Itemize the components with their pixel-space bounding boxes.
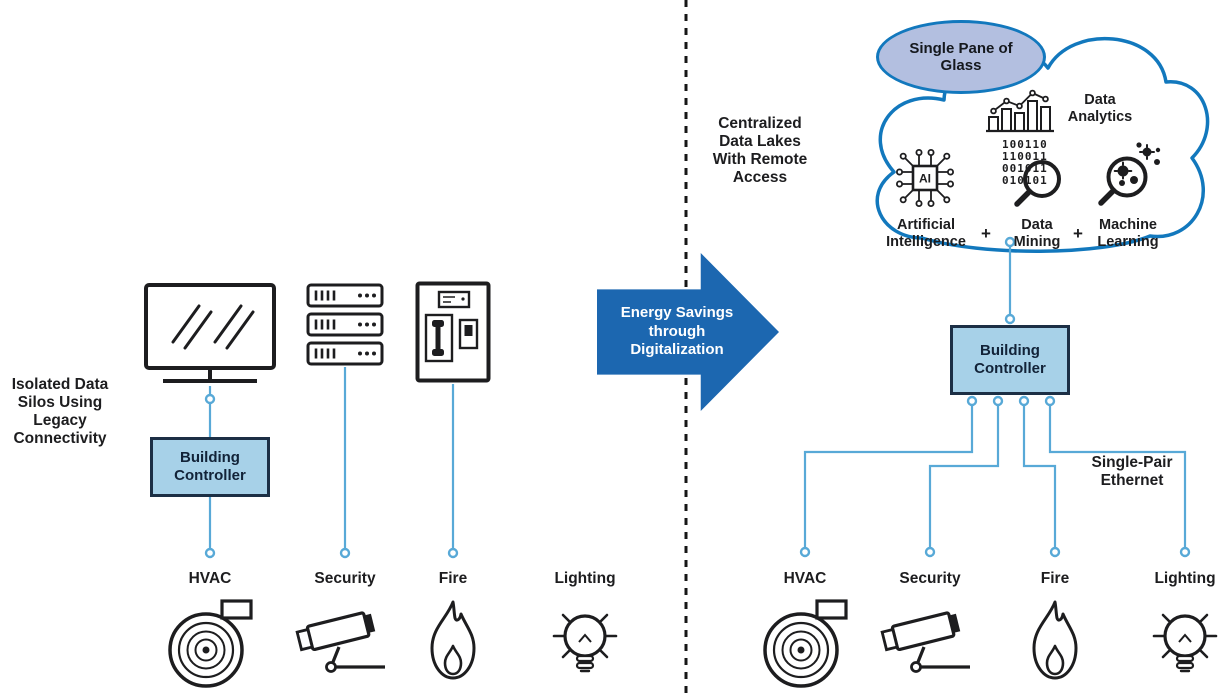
right-system-label-fire: Fire bbox=[1040, 570, 1070, 587]
bar-chart-icon bbox=[984, 85, 1056, 135]
wire-lines bbox=[208, 246, 1187, 549]
right-system-label-security: Security bbox=[899, 570, 961, 587]
single-pane-label: Single Pane of Glass bbox=[909, 39, 1013, 74]
server-rack-icon bbox=[306, 283, 384, 367]
left-caption: Isolated Data Silos Using Legacy Connect… bbox=[11, 376, 109, 448]
artificial-intelligence-label: Artificial Intelligence bbox=[886, 217, 966, 250]
ai-chip-icon: AI bbox=[888, 141, 962, 215]
wire-nodes bbox=[204, 236, 1191, 559]
right-system-label-lighting: Lighting bbox=[1154, 570, 1216, 587]
ai-chip-text: AI bbox=[919, 172, 931, 186]
machine-learning-label: Machine Learning bbox=[1097, 217, 1159, 250]
right-system-label-hvac: HVAC bbox=[783, 570, 827, 587]
data-analytics-label: Data Analytics bbox=[1067, 92, 1133, 125]
data-mining-icon: 100110 110011 001011 010101 bbox=[1000, 138, 1076, 215]
left-system-label-security: Security bbox=[314, 570, 376, 587]
monitor-icon bbox=[143, 282, 277, 388]
lighting-bulb-icon bbox=[546, 598, 624, 684]
plus-sign-two: + bbox=[1073, 224, 1083, 243]
data-mining-label: Data Mining bbox=[1013, 217, 1061, 250]
hvac-fan-icon bbox=[761, 596, 849, 690]
fire-flame-icon bbox=[420, 598, 486, 682]
fire-panel-icon bbox=[415, 281, 491, 383]
single-pane-of-glass-badge: Single Pane of Glass bbox=[876, 20, 1046, 94]
building-controller-left: Building Controller bbox=[150, 437, 270, 497]
building-controller-right: Building Controller bbox=[950, 325, 1070, 395]
security-camera-icon bbox=[295, 600, 395, 680]
machine-learning-icon bbox=[1090, 139, 1166, 215]
left-system-label-lighting: Lighting bbox=[554, 570, 616, 587]
right-caption: Centralized Data Lakes With Remote Acces… bbox=[712, 115, 808, 187]
fire-flame-icon bbox=[1022, 598, 1088, 682]
plus-sign-one: + bbox=[981, 224, 991, 243]
left-system-label-fire: Fire bbox=[438, 570, 468, 587]
security-camera-icon bbox=[880, 600, 980, 680]
magnifier-icon bbox=[1014, 160, 1061, 207]
binary-code-text: 100110 110011 001011 010101 bbox=[1002, 138, 1048, 188]
arrow-label: Energy Savings through Digitalization bbox=[620, 303, 734, 359]
hvac-fan-icon bbox=[166, 596, 254, 690]
left-system-label-hvac: HVAC bbox=[188, 570, 232, 587]
ethernet-label: Single-Pair Ethernet bbox=[1091, 454, 1173, 490]
lighting-bulb-icon bbox=[1146, 598, 1224, 684]
